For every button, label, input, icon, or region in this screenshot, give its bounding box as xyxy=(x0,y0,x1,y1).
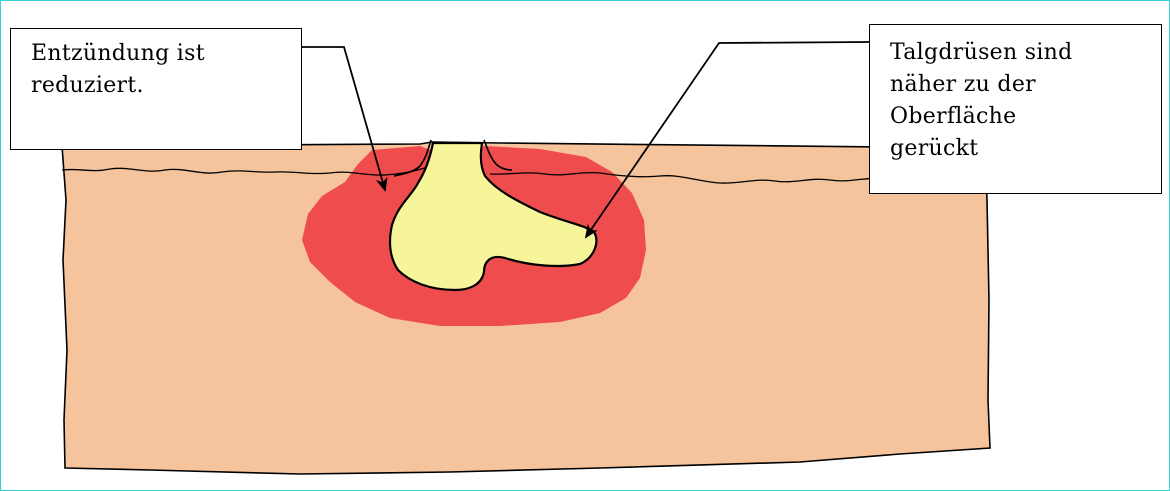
sebaceous-glands-callout-line-2: näher zu der xyxy=(890,69,1161,101)
inflammation-callout: Entzündung ist reduziert. xyxy=(10,28,302,150)
sebaceous-glands-callout-line-4: gerückt xyxy=(890,133,1161,165)
inflammation-callout-line-2: reduziert. xyxy=(31,70,301,102)
sebaceous-glands-callout-line-3: Oberfläche xyxy=(890,101,1161,133)
inflammation-callout-line-1: Entzündung ist xyxy=(31,38,301,70)
sebaceous-glands-callout: Talgdrüsen sind näher zu der Oberfläche … xyxy=(869,24,1162,194)
sebaceous-glands-callout-line-1: Talgdrüsen sind xyxy=(890,37,1161,69)
